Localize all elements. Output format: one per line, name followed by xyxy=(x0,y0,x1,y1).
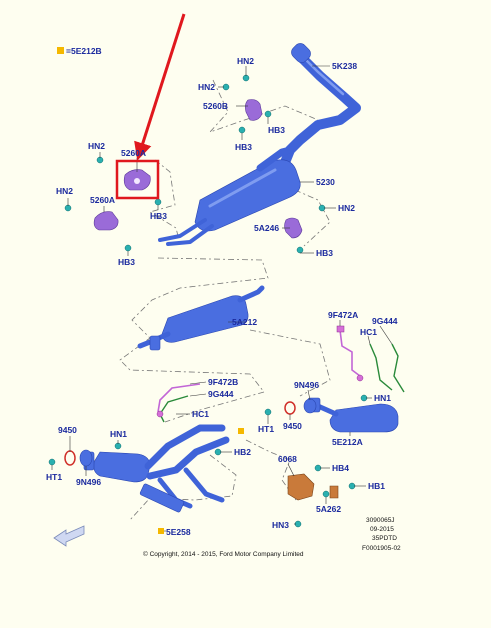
fastener-hb3-right-top xyxy=(264,110,272,118)
flange-9n496-right xyxy=(303,398,317,414)
label-5260a-boxed: 5260A xyxy=(121,148,146,158)
label-hn2-left-top: HN2 xyxy=(198,82,215,92)
label-hc1-left: HC1 xyxy=(192,409,209,419)
label-5a212: 5A212 xyxy=(232,317,257,327)
doc-ref-line1: 3090065J xyxy=(366,517,395,524)
tailpipe-tip xyxy=(291,43,311,63)
label-hn2-top: HN2 xyxy=(237,56,254,66)
highlight-arrow xyxy=(134,13,186,161)
label-5260a: 5260A xyxy=(90,195,115,205)
label-hb3-left: HB3 xyxy=(118,257,135,267)
muffler-inlet-pipes xyxy=(158,218,214,246)
hanger-5260a xyxy=(93,211,119,231)
fastener-hb3-right xyxy=(296,246,304,254)
label-ht1-left: HT1 xyxy=(46,472,62,482)
fastener-hb3-left xyxy=(124,244,132,252)
right-catalytic-converter xyxy=(329,403,399,433)
label-hn2-a: HN2 xyxy=(88,141,105,151)
bracket-5a262 xyxy=(329,485,339,499)
tailpipe xyxy=(279,51,361,170)
right-cat-inlet-pipe xyxy=(315,403,339,417)
gasket-9450-right xyxy=(284,401,296,415)
resonator-rear-pipe xyxy=(237,285,265,303)
yellow-marker-5e258 xyxy=(158,528,164,534)
label-hb4: HB4 xyxy=(332,463,349,473)
hanger-5260b xyxy=(245,99,263,121)
label-5260b: 5260B xyxy=(203,101,228,111)
sensor-wire-9g444-right-b xyxy=(391,343,405,393)
muffler-outlet-pipe xyxy=(256,146,294,172)
label-hb3-right-top: HB3 xyxy=(268,125,285,135)
label-9n496-right: 9N496 xyxy=(294,380,319,390)
sensor-wire-9g444-right xyxy=(369,343,393,391)
label-hn1-right: HN1 xyxy=(374,393,391,403)
copyright-text: © Copyright, 2014 - 2015, Ford Motor Com… xyxy=(143,550,304,558)
sensor-wire-9f472b xyxy=(157,383,201,413)
sensor-wire-9f472a xyxy=(339,329,361,377)
label-5230: 5230 xyxy=(316,177,335,187)
label-9g444-left: 9G444 xyxy=(208,389,234,399)
group-outline-middle xyxy=(119,257,269,423)
label-hb3-right: HB3 xyxy=(316,248,333,258)
highlight-box xyxy=(115,159,160,200)
flange-9n496-left xyxy=(79,449,93,467)
doc-ref-line4: F0001905-02 xyxy=(362,545,401,552)
doc-ref-line3: 35PDTD xyxy=(372,535,397,542)
fastener-hb3-mid xyxy=(154,198,162,206)
label-5a262: 5A262 xyxy=(316,504,341,514)
label-5a246: 5A246 xyxy=(254,223,279,233)
group-outline-upper xyxy=(209,79,319,133)
hanger-5a246 xyxy=(284,217,303,239)
sensor-wire-9g444-left xyxy=(159,395,189,423)
label-hn1-left: HN1 xyxy=(110,429,127,439)
sensor-connector-9f472a xyxy=(336,325,345,333)
label-hn3: HN3 xyxy=(272,520,289,530)
bracket-6068 xyxy=(287,473,315,501)
fastener-ht1-left xyxy=(48,458,56,466)
label-hb1: HB1 xyxy=(368,481,385,491)
legend-swatch xyxy=(57,47,64,54)
label-9f472b: 9F472B xyxy=(208,377,238,387)
hanger-5260a-boxed-hole xyxy=(134,178,140,184)
label-hn2-right: HN2 xyxy=(338,203,355,213)
label-6068: 6068 xyxy=(278,454,297,464)
muffler-highlight xyxy=(208,168,277,208)
label-9450-right: 9450 xyxy=(283,421,302,431)
label-hn2-b: HN2 xyxy=(56,186,73,196)
legend-code: =5E212B xyxy=(66,46,102,56)
label-hb3-top: HB3 xyxy=(235,142,252,152)
fastener-hb3-top xyxy=(238,126,246,134)
label-9450-left: 9450 xyxy=(58,425,77,435)
yellow-marker-5e212b xyxy=(238,428,244,434)
label-hb2: HB2 xyxy=(234,447,251,457)
label-5e258: 5E258 xyxy=(166,527,191,537)
doc-ref-line2: 09-2015 xyxy=(370,526,394,533)
label-9g444-right: 9G444 xyxy=(372,316,398,326)
group-outline-right-hanger xyxy=(294,189,331,247)
leader-lines xyxy=(51,65,393,532)
left-catalytic-converter xyxy=(93,451,151,483)
oxygen-sensor-right xyxy=(356,374,364,382)
resonator-flange xyxy=(149,335,161,351)
gasket-9450-left xyxy=(64,450,76,466)
label-5e212a: 5E212A xyxy=(332,437,363,447)
label-hb3-mid: HB3 xyxy=(150,211,167,221)
front-y-pipe xyxy=(144,424,230,480)
group-outline-muffler xyxy=(149,159,179,237)
fastener-5a262 xyxy=(322,490,330,498)
front-direction-arrow xyxy=(53,525,85,547)
oxygen-sensor-left xyxy=(156,410,164,418)
group-outline-lower-right xyxy=(245,439,297,501)
rear-muffler xyxy=(194,159,301,232)
label-9n496-left: 9N496 xyxy=(76,477,101,487)
label-hc1-right: HC1 xyxy=(360,327,377,337)
label-9f472a: 9F472A xyxy=(328,310,358,320)
label-ht1-right: HT1 xyxy=(258,424,274,434)
fastener-ht1-right xyxy=(264,408,272,416)
heat-shield xyxy=(139,483,185,513)
label-5k238: 5K238 xyxy=(332,61,357,71)
